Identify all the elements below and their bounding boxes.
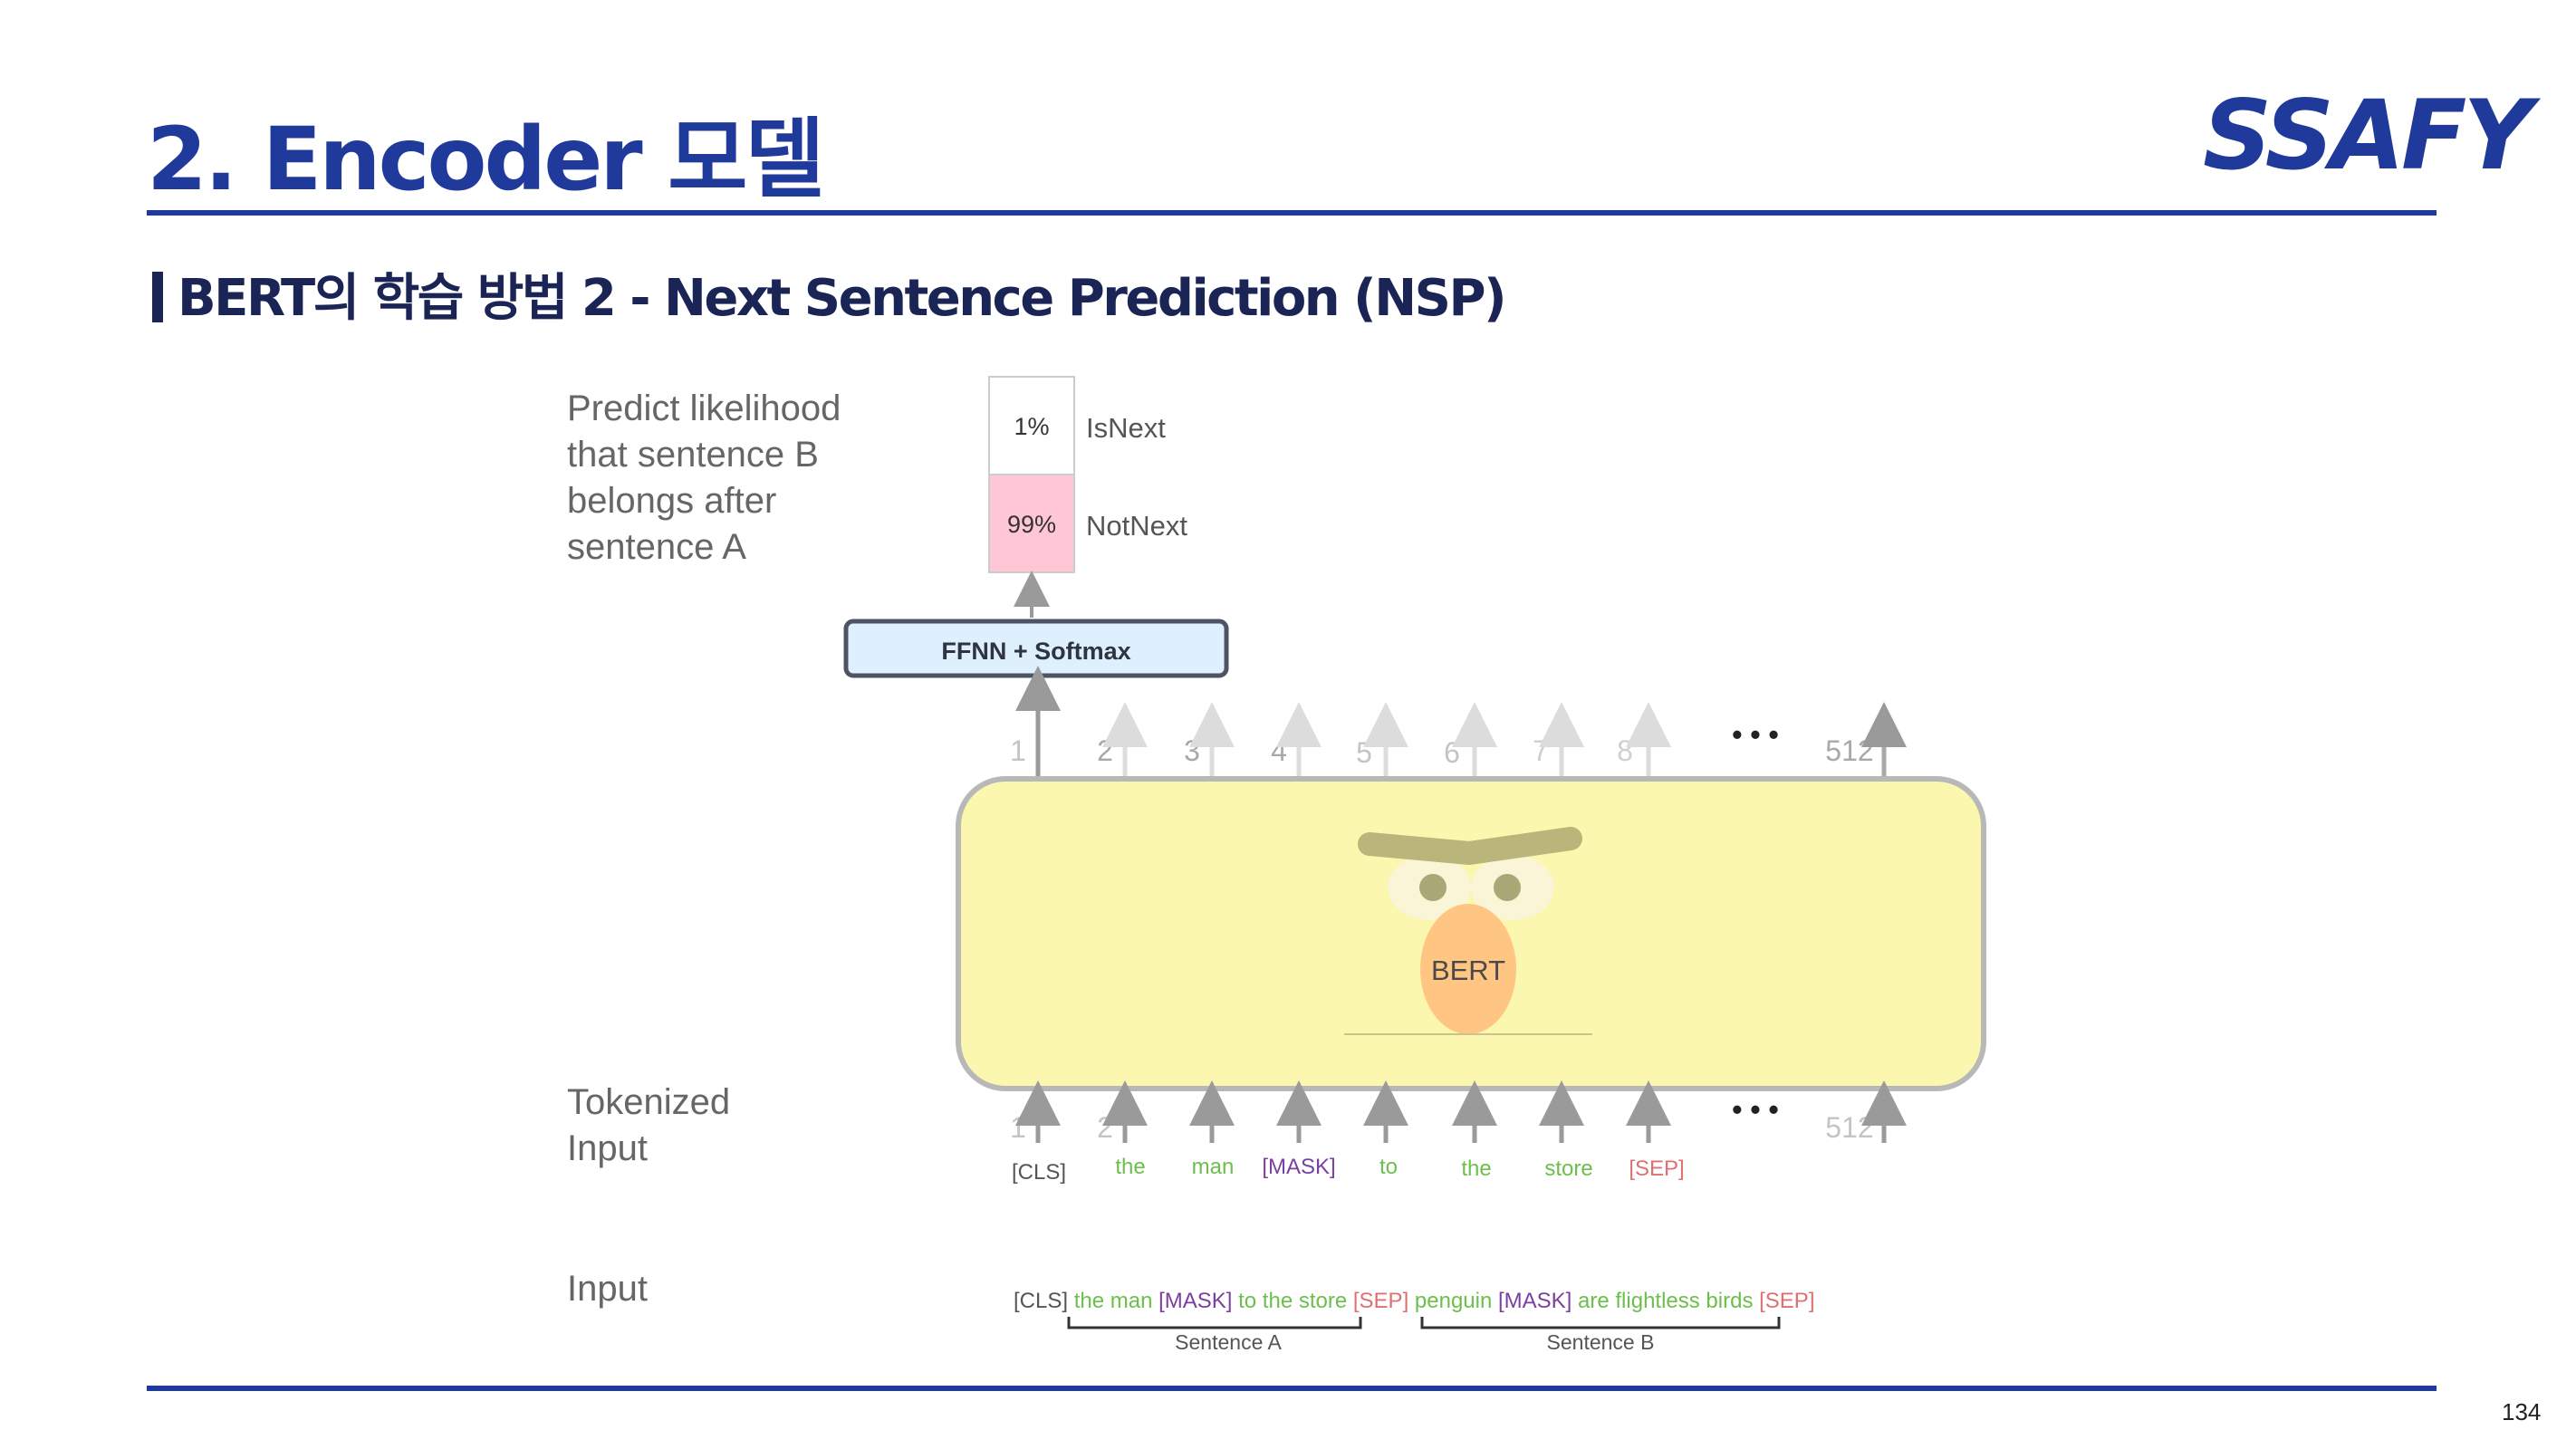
top-position-label: 5 bbox=[1356, 736, 1372, 769]
input-segment: [SEP] bbox=[1759, 1289, 1814, 1313]
input-segment: the man bbox=[1074, 1289, 1153, 1313]
tokenized-label-line: Tokenized bbox=[567, 1082, 730, 1122]
token: [MASK] bbox=[1262, 1155, 1335, 1179]
token: to bbox=[1379, 1155, 1398, 1179]
token: man bbox=[1192, 1155, 1235, 1179]
sentence-a-bracket bbox=[1067, 1317, 1362, 1329]
input-segment: to the store bbox=[1238, 1289, 1347, 1313]
notnext-label: NotNext bbox=[1086, 510, 1187, 542]
input-segment: [CLS] bbox=[1014, 1289, 1068, 1313]
top-position-label: 7 bbox=[1533, 734, 1549, 767]
token: [CLS] bbox=[1012, 1160, 1066, 1185]
notnext-prob-value: 99% bbox=[1007, 511, 1056, 538]
ssafy-logo: SSAFY bbox=[2203, 80, 2533, 191]
footer-divider bbox=[147, 1386, 2437, 1391]
token: the bbox=[1115, 1155, 1145, 1179]
top-position-label: 8 bbox=[1617, 734, 1633, 767]
page-title: 2. Encoder 모델 bbox=[147, 109, 825, 210]
sentence-a-label: Sentence A bbox=[1175, 1330, 1282, 1354]
input-segment: [SEP] bbox=[1353, 1289, 1408, 1313]
tokenized-label-line: Input bbox=[567, 1128, 648, 1168]
predict-label-line: that sentence B bbox=[567, 435, 819, 475]
top-positions: 1 2 3 4 5 6 7 8 512 • • • bbox=[1010, 702, 1907, 777]
top-position-label: 4 bbox=[1271, 734, 1287, 767]
sentence-b-bracket bbox=[1420, 1317, 1781, 1329]
predict-label-line: sentence A bbox=[567, 527, 746, 567]
predict-label-line: Predict likelihood bbox=[567, 389, 841, 428]
input-segment: [MASK] bbox=[1498, 1289, 1572, 1313]
isnext-label: IsNext bbox=[1086, 412, 1166, 444]
isnext-prob-value: 1% bbox=[1014, 413, 1049, 440]
token: store bbox=[1544, 1156, 1592, 1181]
bert-label: BERT bbox=[1431, 955, 1505, 986]
input-segment: penguin bbox=[1415, 1289, 1492, 1313]
section-subtitle: BERT의 학습 방법 2 - Next Sentence Prediction… bbox=[152, 257, 1507, 331]
page-number: 134 bbox=[2502, 1398, 2542, 1425]
input-label: Input bbox=[567, 1269, 648, 1309]
sentence-b-label: Sentence B bbox=[1547, 1330, 1655, 1354]
isnext-prob-cell bbox=[988, 376, 1075, 475]
header-divider bbox=[147, 210, 2437, 216]
input-segment: [MASK] bbox=[1158, 1289, 1232, 1313]
predict-label-line: belongs after bbox=[567, 481, 776, 521]
bottom-positions: 1 2 512 • • • bbox=[1010, 1080, 1907, 1144]
bottom-position-label: 512 bbox=[1825, 1111, 1873, 1144]
bert-face-icon bbox=[1344, 827, 1592, 1035]
input-sentence: [CLS] the man [MASK] to the store [SEP] … bbox=[1014, 1289, 1814, 1313]
top-position-label: 512 bbox=[1825, 734, 1873, 767]
tokenized-input: [CLS] the man [MASK] to the store [SEP] bbox=[1012, 1155, 1685, 1185]
ffnn-softmax-label: FFNN + Softmax bbox=[941, 638, 1130, 665]
notnext-prob-cell bbox=[988, 474, 1075, 573]
input-segment: are flightless birds bbox=[1578, 1289, 1753, 1313]
bottom-position-label: 2 bbox=[1097, 1111, 1113, 1144]
bottom-position-label: 1 bbox=[1010, 1111, 1026, 1144]
subtitle-bar-icon bbox=[152, 272, 163, 322]
output-probabilities: 1% 99% IsNext NotNext bbox=[988, 376, 1187, 573]
top-ellipsis: • • • bbox=[1732, 718, 1778, 751]
top-position-label: 6 bbox=[1444, 736, 1460, 769]
token: the bbox=[1461, 1156, 1491, 1181]
token: [SEP] bbox=[1629, 1156, 1684, 1181]
top-position-label: 3 bbox=[1184, 734, 1200, 767]
subtitle-text: BERT의 학습 방법 2 - Next Sentence Prediction… bbox=[178, 269, 1507, 328]
bottom-ellipsis: • • • bbox=[1732, 1093, 1778, 1126]
top-position-label: 2 bbox=[1097, 734, 1113, 767]
top-position-label: 1 bbox=[1010, 734, 1026, 767]
